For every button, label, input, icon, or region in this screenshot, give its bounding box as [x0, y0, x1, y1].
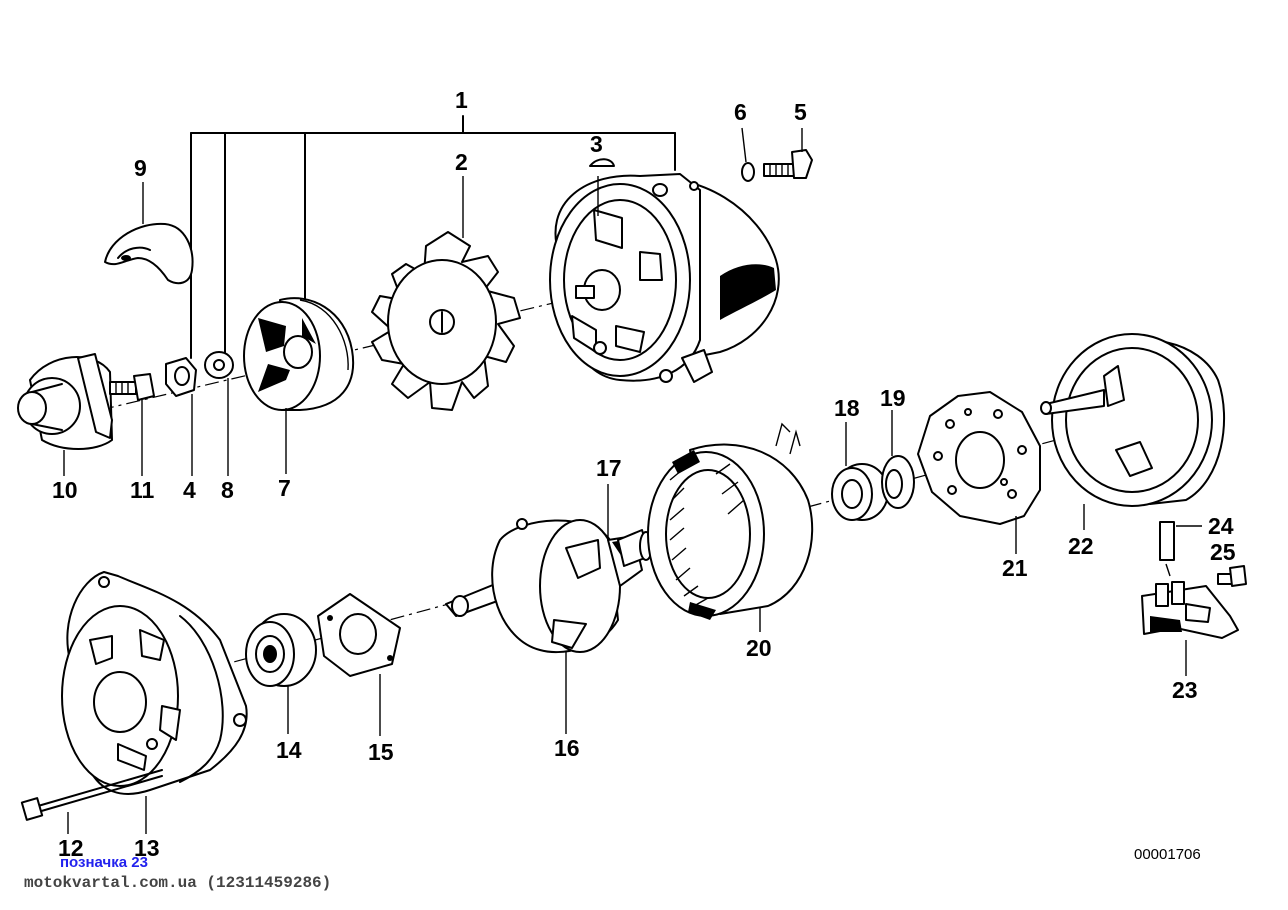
label-17: 17 [596, 455, 622, 481]
label-2: 2 [455, 149, 468, 175]
label-8: 8 [221, 477, 234, 503]
label-21: 21 [1002, 555, 1028, 581]
label-12: 12 [58, 835, 84, 861]
label-24: 24 [1208, 513, 1234, 539]
part-11-bolt [109, 373, 155, 401]
site-watermark: motokvartal.com.ua (12311459286) [24, 874, 332, 892]
part-15-bearing-plate [317, 593, 401, 677]
part-19-ring [881, 455, 915, 509]
part-13-rear-housing [61, 571, 248, 795]
part-10-pulley-nose [17, 353, 113, 450]
part-18-bearing [831, 463, 889, 521]
part-17-slip-rings [617, 529, 653, 567]
label-10: 10 [52, 477, 78, 503]
label-6: 6 [734, 99, 747, 125]
label-18: 18 [834, 395, 860, 421]
part-7-pulley [243, 297, 355, 411]
label-3: 3 [590, 131, 603, 157]
label-16: 16 [554, 735, 580, 761]
part-14-bearing [245, 613, 317, 687]
part-16-rotor [445, 518, 643, 654]
part-12-through-bolt [20, 769, 163, 821]
label-4: 4 [183, 477, 196, 503]
part-4-nut [165, 357, 197, 397]
label-13: 13 [134, 835, 160, 861]
label-25: 25 [1210, 539, 1236, 565]
label-23: 23 [1172, 677, 1198, 703]
part-5-screw [763, 149, 813, 179]
label-19: 19 [880, 385, 906, 411]
part-labels: 1 2 3 4 5 6 7 8 9 10 11 12 13 14 15 16 1… [52, 87, 1236, 861]
part-25-screw [1217, 565, 1247, 587]
label-22: 22 [1068, 533, 1094, 559]
part-23-link[interactable]: позначка 23 [60, 854, 148, 871]
label-14: 14 [276, 737, 302, 763]
assembly-bracket-1 [190, 115, 676, 359]
part-24-brush [1159, 521, 1175, 577]
part-22-rear-cover [1040, 333, 1226, 507]
label-5: 5 [794, 99, 807, 125]
label-20: 20 [746, 635, 772, 661]
diagram-code: 00001706 [1134, 846, 1201, 863]
part-1-drive-end-housing [549, 173, 780, 383]
part-6-lock-washer [741, 162, 755, 182]
label-1: 1 [455, 87, 468, 113]
part-2-fan [371, 231, 521, 411]
part-3-key [589, 158, 615, 167]
part-20-stator [647, 422, 814, 620]
leader-lines [63, 127, 1202, 834]
part-8-washer [204, 351, 234, 379]
label-15: 15 [368, 739, 394, 765]
label-7: 7 [278, 475, 291, 501]
part-23-regulator [1141, 581, 1239, 639]
part-9-cap [104, 222, 194, 285]
label-9: 9 [134, 155, 147, 181]
label-11: 11 [130, 477, 155, 503]
part-21-rectifier [917, 391, 1041, 525]
